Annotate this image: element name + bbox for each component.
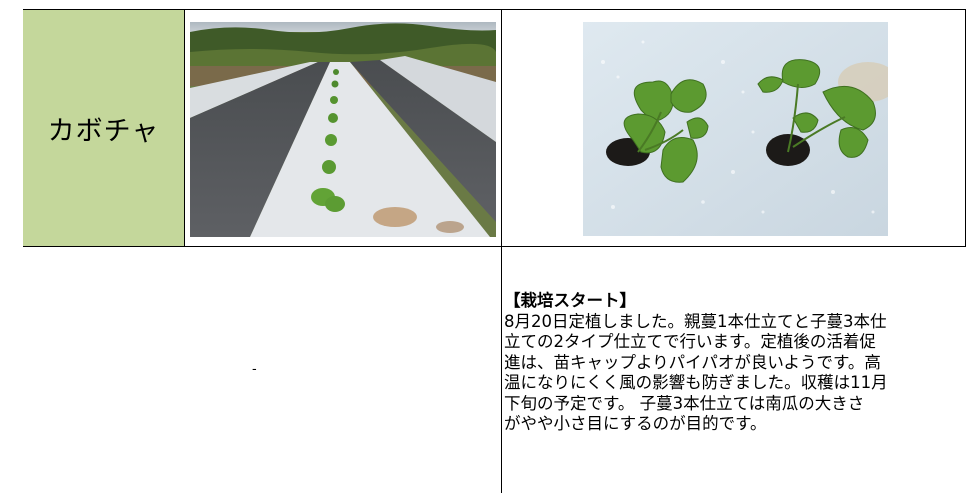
notes-line: 8月20日定植しました。親蔓1本仕立てと子蔓3本仕 (504, 311, 887, 331)
crop-name: カボチャ (47, 115, 160, 147)
notes-line: 立ての2タイプ仕立てで行います。定植後の活着促 (504, 332, 876, 351)
table-right-border (965, 9, 966, 247)
field-rows-photo (190, 22, 496, 237)
table-middle-border (23, 246, 966, 247)
label-divider (184, 9, 185, 247)
notes-line: 下旬の予定です。 子蔓3本仕立ては南瓜の大きさ (504, 393, 865, 413)
column-divider (501, 9, 502, 493)
empty-cell-dash: - (252, 362, 257, 377)
notes-line: 温になりにくく風の影響も防ぎました。収穫は11月 (504, 373, 888, 392)
notes-line: がやや小さ目にするのが目的です。 (504, 414, 767, 433)
table-top-border (23, 9, 966, 10)
crop-label-cell: カボチャ (23, 10, 184, 246)
seedling-closeup-photo (583, 22, 888, 236)
notes-line: 進は、苗キャップよりパイパオが良いようです。高 (504, 352, 881, 372)
notes-heading: 【栽培スタート】 (504, 291, 636, 310)
cultivation-notes: 【栽培スタート】 8月20日定植しました。親蔓1本仕立てと子蔓3本仕 立ての2タ… (504, 291, 966, 435)
